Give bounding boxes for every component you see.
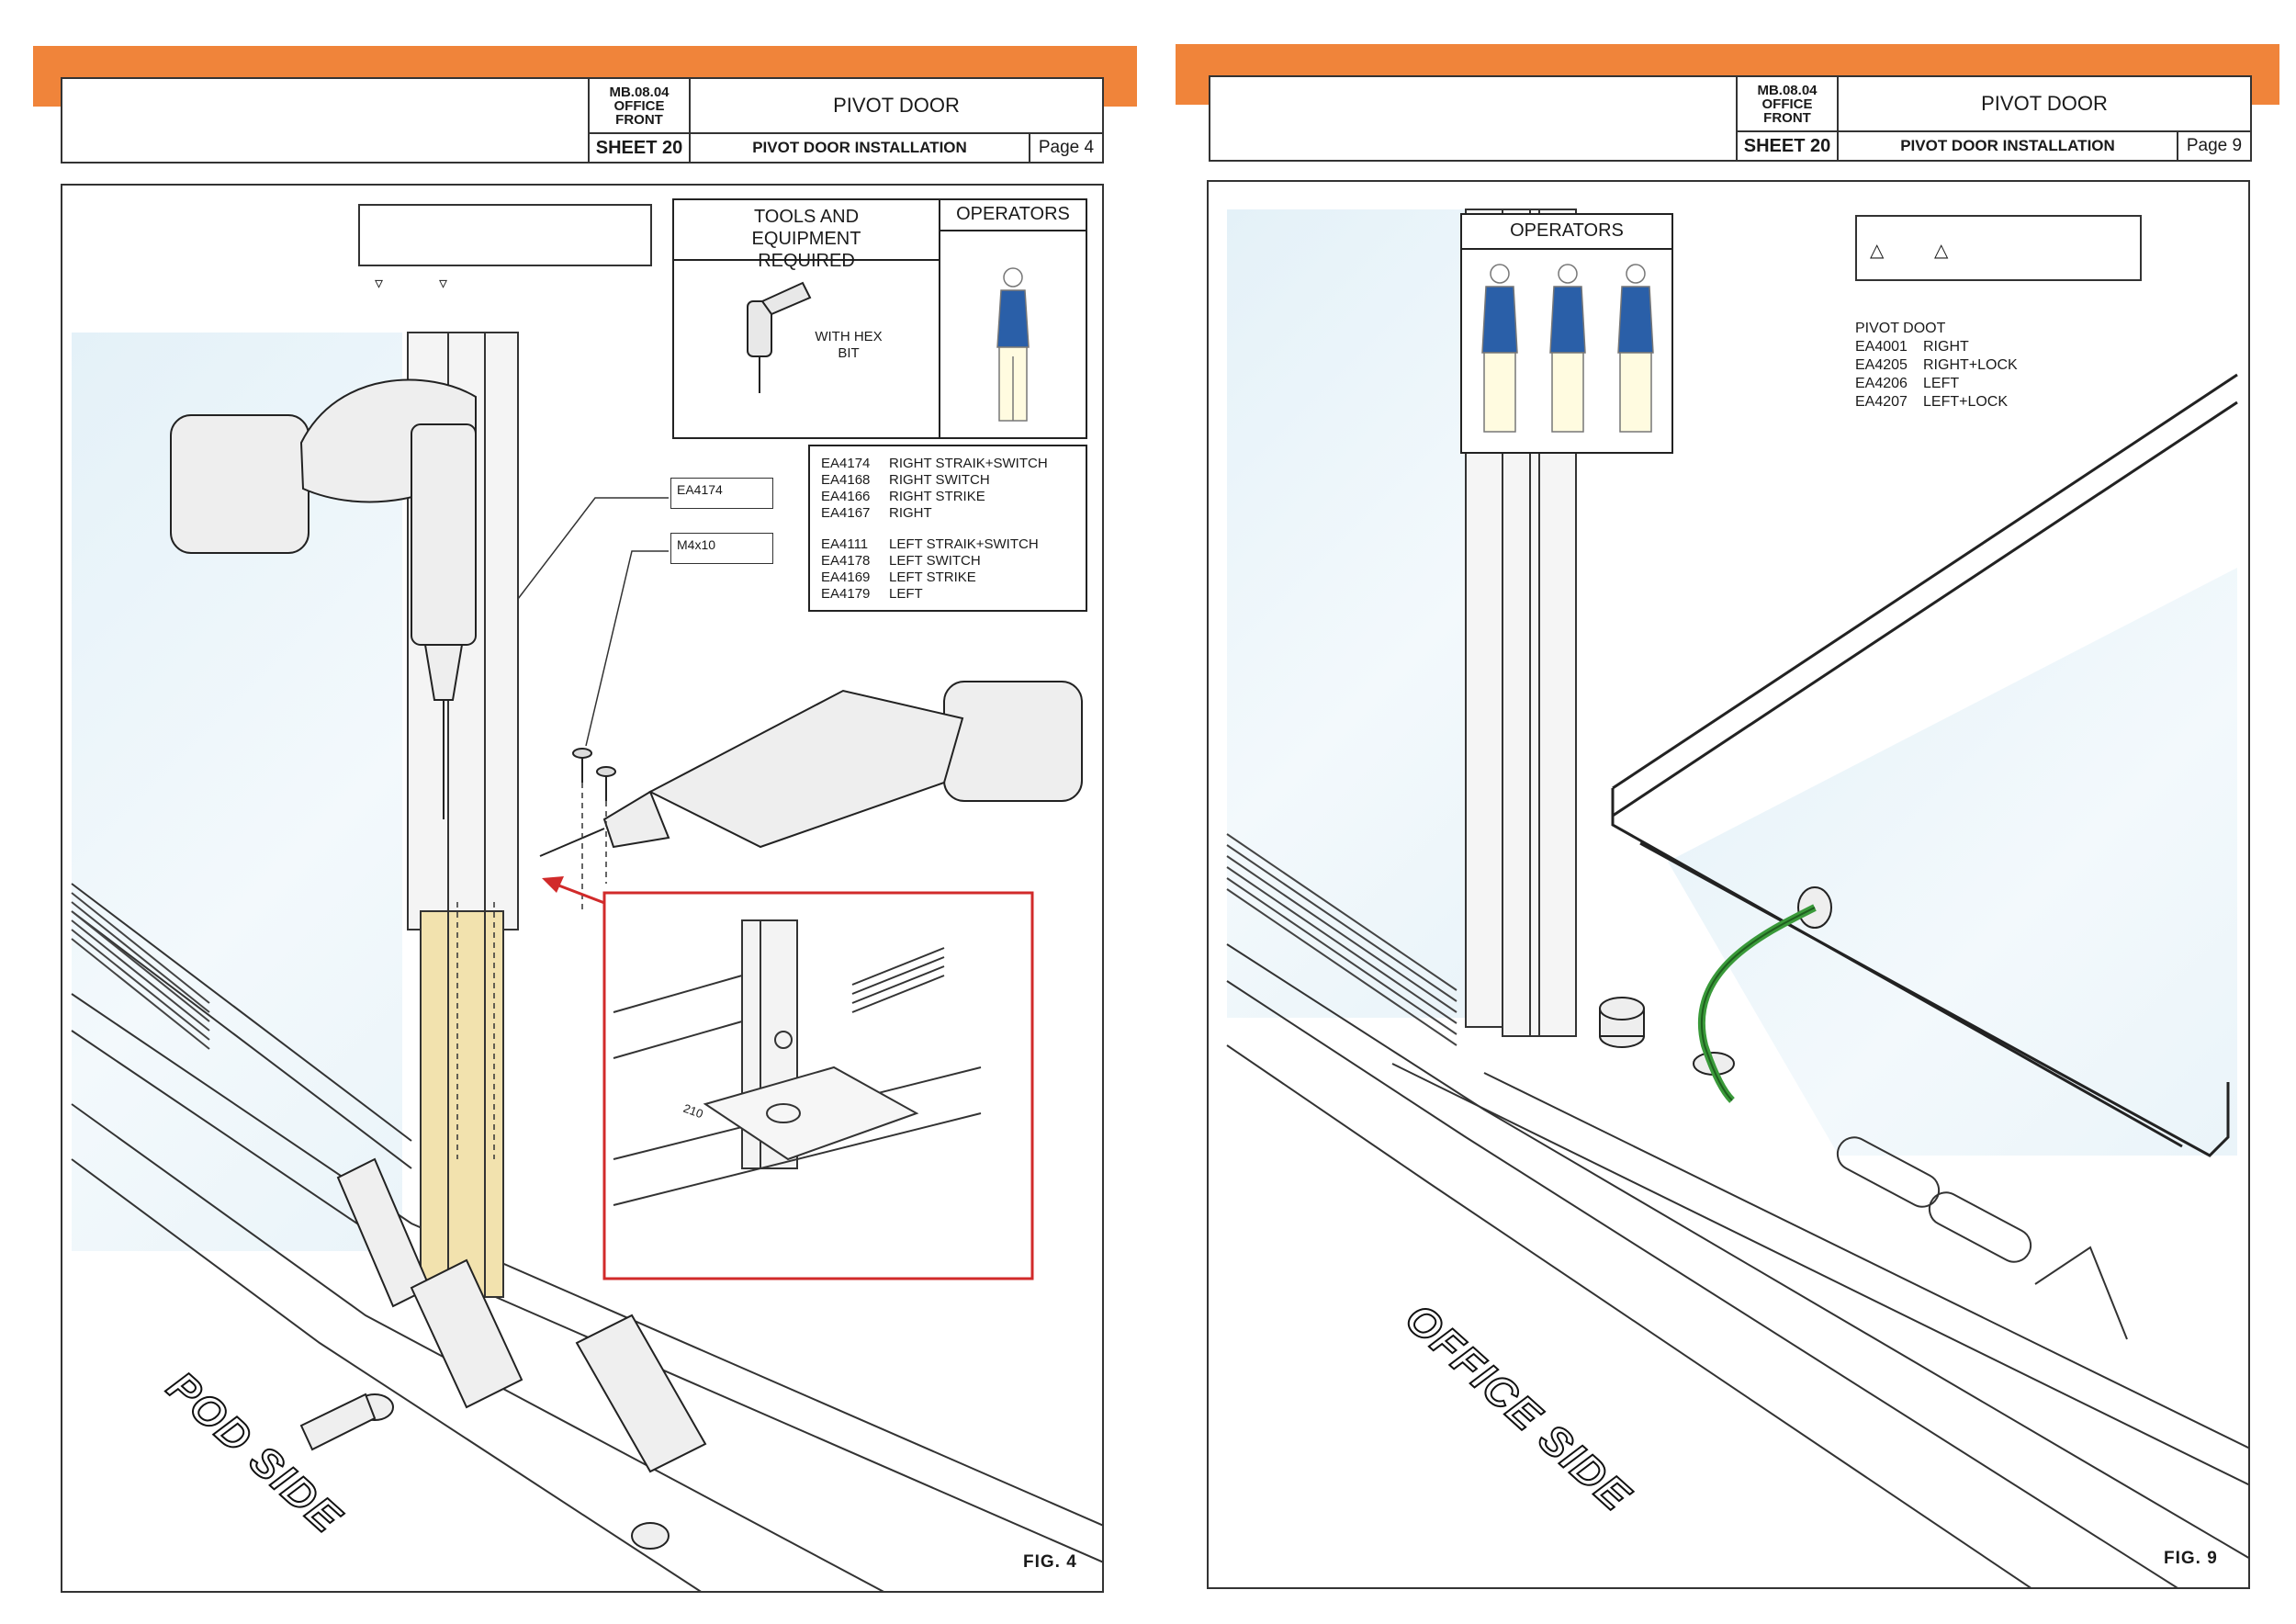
page-number: Page 9 [2177,130,2250,160]
drawing-frame: ▿ ▿ TOOLS AND EQUIPMENT REQUIRED OPERATO… [61,184,1104,1593]
marker-triangle-icon: △ [1870,241,1885,261]
marker-triangle-icon: △ [1934,241,1949,261]
drawing-frame: OPERATORS [1207,180,2250,1589]
operator-icon [1549,264,1586,433]
parts-list [808,445,1087,612]
figure-label: FIG. 4 [1023,1552,1077,1572]
marker-triangle-icon: ▿ [439,274,448,292]
marker-triangle-icon: ▿ [375,274,384,292]
callout-part: EA4174 [670,478,773,509]
operators-header: OPERATORS [940,200,1086,231]
operator-icon [996,267,1030,422]
installation-drawing [71,332,1102,1591]
page-number: Page 4 [1029,132,1102,162]
drawing-title: PIVOT DOOR [689,79,1102,132]
sheet-number: SHEET 20 [1736,130,1837,160]
drawing-subtitle: PIVOT DOOR INSTALLATION [689,132,1029,162]
drawing-title: PIVOT DOOR [1837,77,2250,130]
operators-header: OPERATORS [1462,215,1671,250]
installation-drawing [1226,209,2248,1587]
hex-drill-icon [747,281,812,393]
dimension-bracket [1855,215,2142,281]
operator-icon [1617,264,1654,433]
tool-caption: WITH HEX BIT [815,329,883,361]
callout-screw: M4x10 [670,533,773,564]
drawing-subtitle: PIVOT DOOR INSTALLATION [1837,130,2177,160]
parts-title: PIVOT DOOT [1855,321,1946,336]
operator-icon [1481,264,1518,433]
sheet-number: SHEET 20 [588,132,689,162]
dimension-bracket [358,204,652,266]
tools-operators-table: TOOLS AND EQUIPMENT REQUIRED OPERATORS W… [672,198,1087,439]
figure-label: FIG. 9 [2164,1549,2218,1568]
tools-header: TOOLS AND EQUIPMENT REQUIRED [674,200,940,271]
operators-table: OPERATORS [1460,213,1673,454]
